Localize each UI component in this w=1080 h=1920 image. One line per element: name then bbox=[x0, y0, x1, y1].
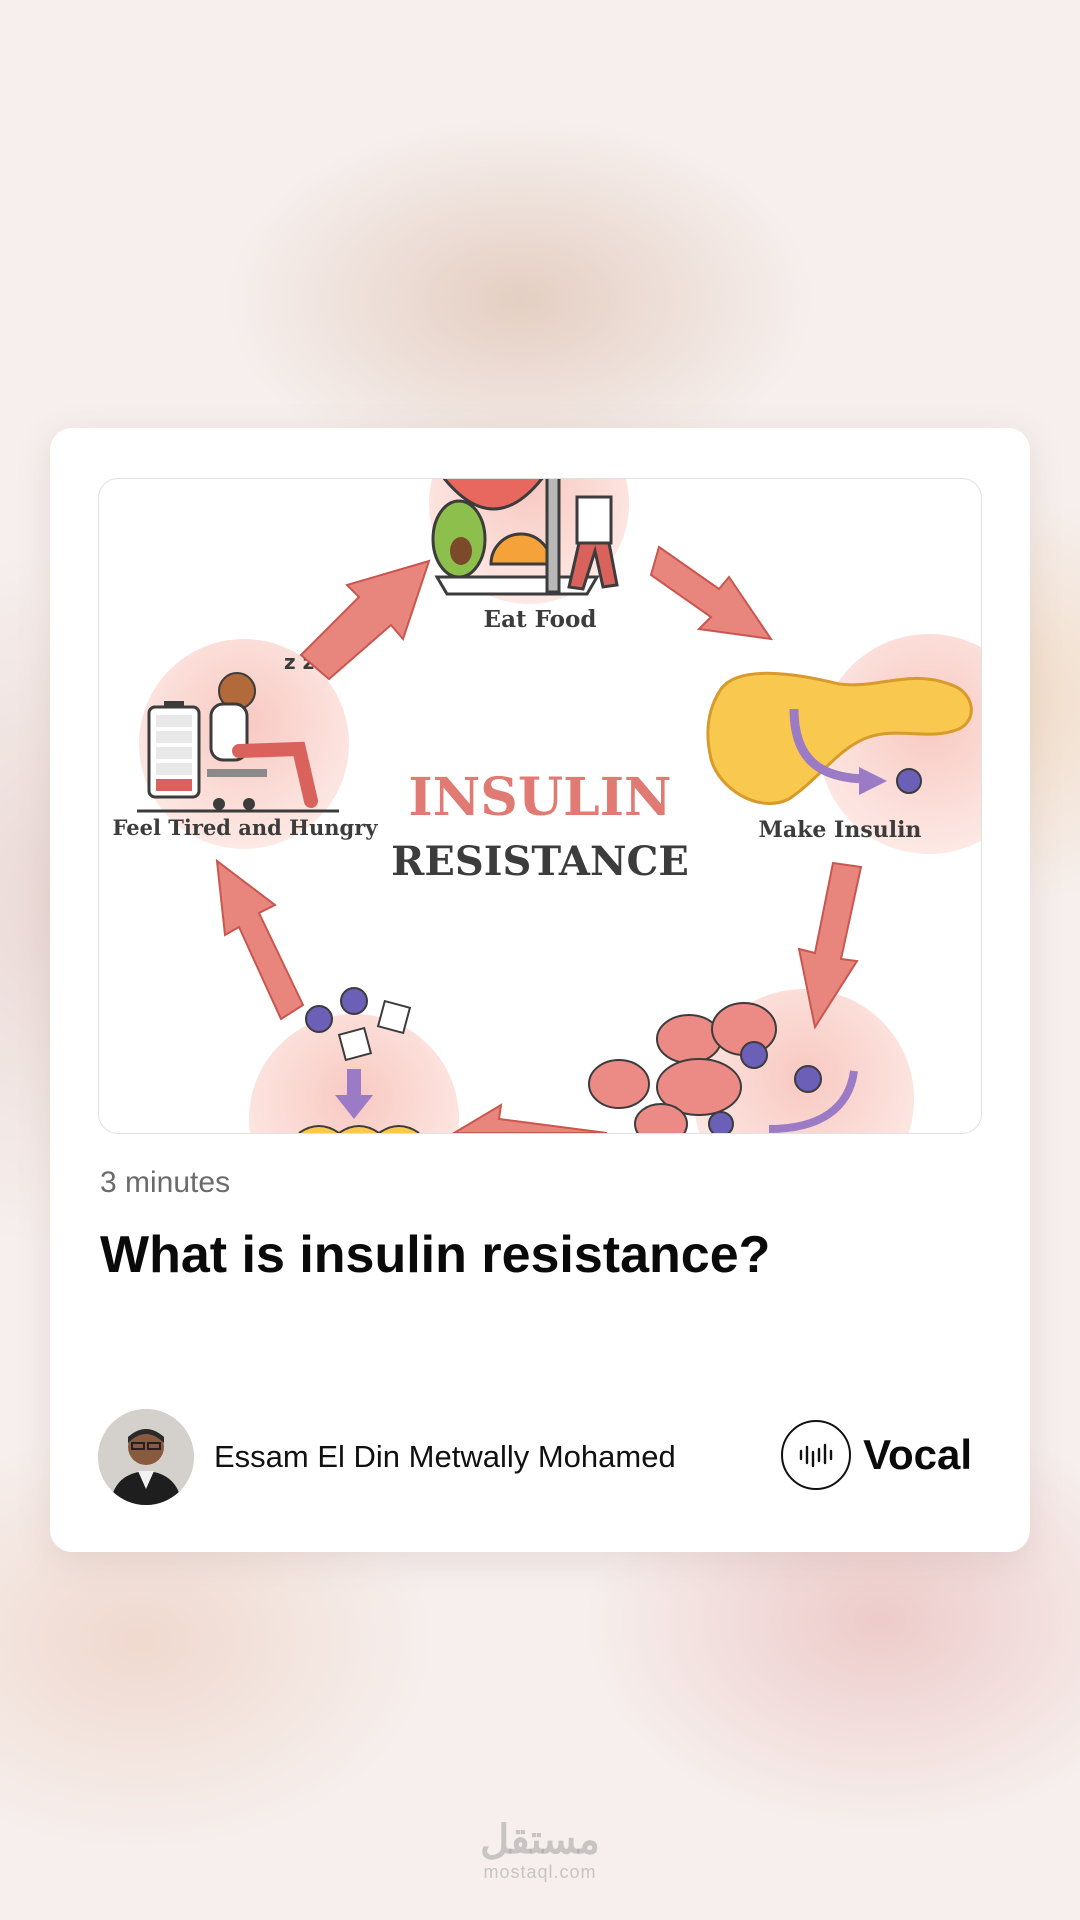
article-title[interactable]: What is insulin resistance? bbox=[100, 1226, 771, 1284]
stage-label-eat-food: Eat Food bbox=[484, 606, 597, 633]
article-card[interactable]: Eat Food Make Insulin bbox=[50, 428, 1030, 1552]
center-title-insulin: INSULIN bbox=[408, 767, 671, 828]
cells-icon bbox=[588, 1002, 858, 1133]
brand-name: Vocal bbox=[863, 1431, 972, 1478]
arrow-sugar-to-tired bbox=[215, 858, 305, 1021]
arrow-cells-to-sugar bbox=[452, 1103, 608, 1133]
sound-wave-icon bbox=[781, 1420, 852, 1490]
avatar[interactable] bbox=[98, 1409, 194, 1505]
watermark-arabic: مستقل bbox=[480, 1818, 600, 1862]
stage-label-feel-tired: Feel Tired and Hungry bbox=[113, 815, 379, 840]
food-icon bbox=[431, 479, 619, 596]
article-hero-image[interactable]: Eat Food Make Insulin bbox=[98, 478, 982, 1134]
vocal-brand[interactable]: Vocal bbox=[781, 1418, 972, 1492]
arrow-insulin-to-cells bbox=[797, 861, 863, 1030]
stage-label-make-insulin: Make Insulin bbox=[759, 817, 922, 843]
center-title-resistance: RESISTANCE bbox=[391, 838, 689, 885]
read-time: 3 minutes bbox=[100, 1166, 231, 1199]
author-row[interactable]: Essam El Din Metwally Mohamed bbox=[98, 1408, 676, 1506]
tired-person-icon bbox=[137, 672, 339, 813]
author-portrait-icon bbox=[98, 1409, 194, 1505]
arrow-food-to-insulin bbox=[649, 545, 774, 641]
cycle-arrows bbox=[215, 545, 863, 1133]
insulin-resistance-illustration: Eat Food Make Insulin bbox=[113, 479, 981, 1133]
watermark: مستقل mostaql.com bbox=[0, 1820, 1080, 1883]
pancreas-icon bbox=[706, 671, 973, 805]
watermark-latin: mostaql.com bbox=[483, 1862, 597, 1882]
author-name[interactable]: Essam El Din Metwally Mohamed bbox=[214, 1439, 676, 1474]
arrow-tired-to-food bbox=[299, 559, 431, 681]
sugar-icon bbox=[298, 987, 420, 1133]
